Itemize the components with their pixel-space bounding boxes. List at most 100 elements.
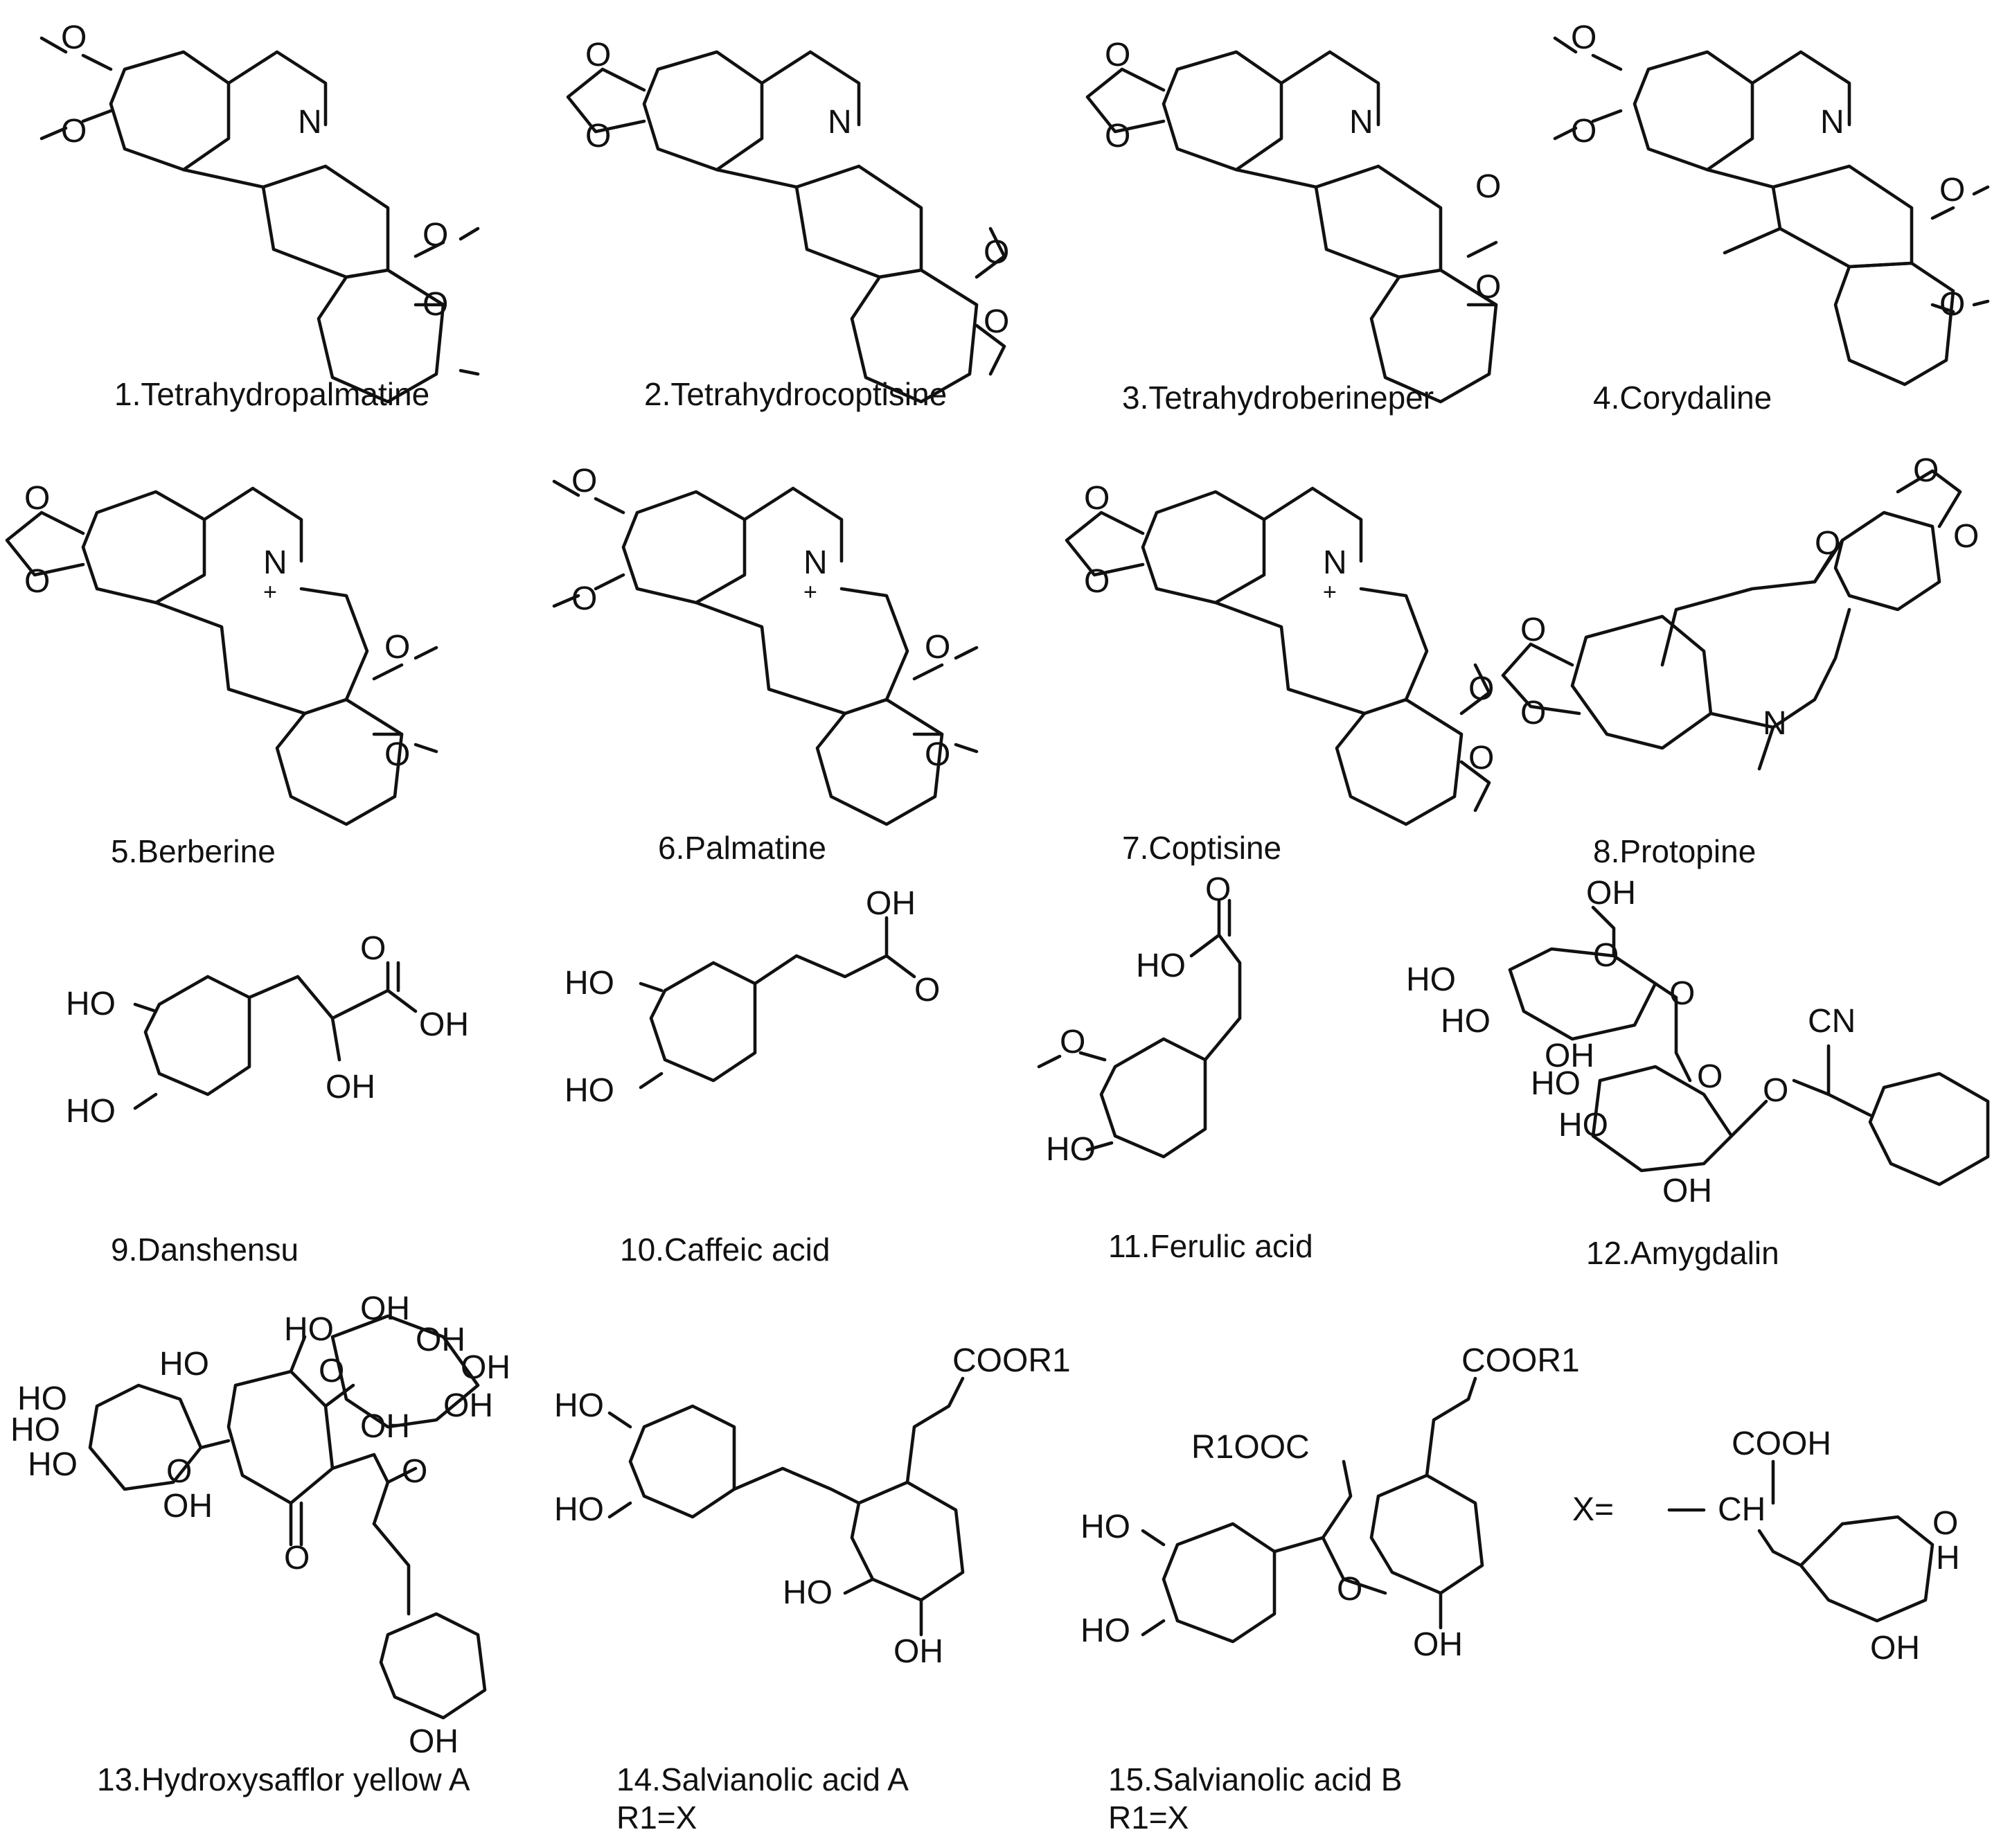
atom-coor1: COOR1: [952, 1342, 1071, 1379]
structure-9-danshensu: [133, 961, 418, 1110]
atom-n: N: [1763, 705, 1787, 742]
caption-11: 11.Ferulic acid: [1108, 1228, 1313, 1264]
structure-x-substituent: [1667, 1459, 1935, 1623]
atom-o: O: [571, 463, 597, 499]
structure-12-amygdalin: [1508, 905, 1990, 1187]
atom-o: O: [1571, 113, 1597, 150]
atom-o: O: [1520, 612, 1546, 648]
atom-o: O: [1060, 1024, 1085, 1060]
atom-o: O: [571, 580, 597, 617]
atom-o: O: [24, 480, 50, 517]
atom-ho: HO: [554, 1387, 604, 1424]
atom-o: O: [1084, 480, 1110, 517]
structure-11-ferulic-acid: [1037, 898, 1242, 1159]
atom-o: O: [1475, 168, 1501, 205]
atom-n: N: [298, 104, 322, 141]
atom-ho: HO: [1136, 948, 1186, 984]
atom-ho: HO: [554, 1491, 604, 1528]
atom-oh: OH: [461, 1349, 510, 1386]
atom-ho: HO: [28, 1446, 78, 1483]
caption-5: 5.Berberine: [111, 833, 276, 869]
atom-o: O: [1571, 19, 1597, 56]
structure-15-salvianolic-acid-b: [1141, 1376, 1484, 1644]
atom-oh: OH: [1662, 1173, 1712, 1209]
caption-10: 10.Caffeic acid: [620, 1232, 830, 1268]
atom-o: O: [24, 563, 50, 600]
structure-3-tetrahydroberineper: [1085, 50, 1498, 404]
atom-o: O: [1475, 269, 1501, 305]
atom-o: O: [1468, 740, 1494, 776]
structure-8-protopine: [1501, 469, 1962, 771]
charge-plus: +: [1323, 579, 1337, 605]
caption-1: 1.Tetrahydropalmatine: [114, 376, 429, 412]
caption-9: 9.Danshensu: [111, 1232, 299, 1268]
atom-o: O: [984, 234, 1009, 271]
atom-o: O: [925, 629, 950, 666]
caption-8: 8.Protopine: [1593, 833, 1756, 869]
charge-plus: +: [263, 579, 277, 605]
atom-ho: HO: [1531, 1065, 1581, 1102]
atom-o: O: [585, 37, 611, 73]
atom-ho: HO: [66, 986, 116, 1022]
atom-o: O: [1084, 563, 1110, 600]
structure-14-salvianolic-acid-a: [607, 1376, 965, 1637]
atom-ho: HO: [1080, 1509, 1130, 1545]
structure-6-palmatine: [552, 479, 979, 826]
atom-r1ooc: R1OOC: [1191, 1429, 1310, 1466]
atom-oh: OH: [1545, 1038, 1594, 1074]
atom-cooh: COOH: [1732, 1425, 1831, 1462]
x-label: X=: [1572, 1491, 1614, 1528]
atom-o: O: [1697, 1058, 1723, 1095]
atom-oh: OH: [1413, 1626, 1463, 1663]
atom-oh: OH: [1586, 875, 1636, 912]
atom-o: O: [585, 118, 611, 154]
atom-ho: HO: [66, 1093, 116, 1130]
atom-n: N: [263, 544, 287, 581]
structure-10-caffeic-acid: [639, 916, 916, 1090]
atom-o: O: [384, 629, 410, 666]
atom-n: N: [828, 104, 852, 141]
atom-o: O: [925, 736, 950, 773]
atom-ho: HO: [284, 1311, 334, 1348]
atom-oh: OH: [416, 1322, 465, 1358]
atom-ho: HO: [1046, 1131, 1096, 1168]
atom-o: O: [1205, 871, 1231, 908]
caption-7: 7.Coptisine: [1122, 830, 1281, 866]
atom-o: O: [1669, 975, 1695, 1012]
atom-ho: HO: [17, 1380, 67, 1417]
atom-ho: HO: [1441, 1003, 1491, 1040]
atom-o: O: [1939, 172, 1965, 208]
caption-2: 2.Tetrahydrocoptisine: [644, 376, 947, 412]
atom-n: N: [803, 544, 828, 581]
atom-oh: OH: [360, 1290, 410, 1327]
atom-o: O: [1953, 518, 1979, 555]
caption-13: 13.Hydroxysafflor yellow A: [97, 1761, 470, 1797]
caption-14-note: R1=X: [616, 1800, 697, 1836]
atom-oh: OH: [1870, 1630, 1920, 1667]
atom-o: O: [61, 113, 87, 150]
atom-ho: HO: [1406, 961, 1456, 998]
atom-oh: OH: [443, 1387, 493, 1424]
atom-o: O: [360, 930, 386, 967]
atom-o: O: [914, 972, 940, 1009]
atom-o: O: [1932, 1505, 1958, 1542]
atom-ho: HO: [564, 965, 614, 1002]
atom-o: O: [423, 217, 448, 254]
caption-6: 6.Palmatine: [658, 830, 826, 866]
atom-ho: HO: [10, 1412, 60, 1448]
atom-o: O: [1913, 452, 1939, 489]
atom-o: O: [1337, 1571, 1362, 1608]
atom-o: O: [61, 19, 87, 56]
structure-5-berberine: [5, 486, 438, 826]
caption-3: 3.Tetrahydroberineper: [1122, 380, 1434, 416]
caption-4: 4.Corydaline: [1593, 380, 1772, 416]
atom-o: O: [1468, 670, 1494, 707]
atom-oh: OH: [409, 1723, 459, 1760]
atom-o: O: [1815, 525, 1840, 562]
atom-o: O: [1105, 118, 1130, 154]
atom-oh: OH: [326, 1069, 375, 1105]
atom-h: H: [1936, 1540, 1960, 1576]
structure-13-hydroxysafflor-yellow-a: [88, 1314, 487, 1720]
caption-15-note: R1=X: [1108, 1800, 1189, 1836]
